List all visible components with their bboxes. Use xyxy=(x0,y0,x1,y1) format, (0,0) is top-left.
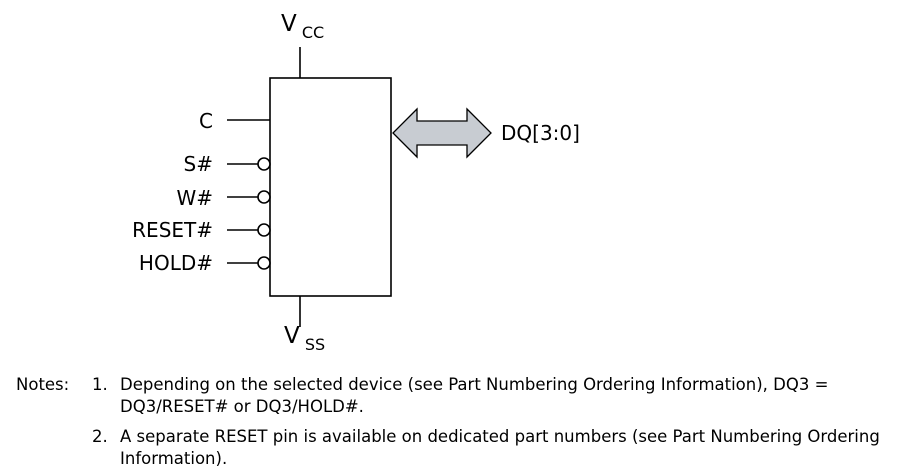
note-number: 2. xyxy=(92,427,108,446)
pin-bubble-reset xyxy=(257,223,271,237)
device-body xyxy=(269,77,392,297)
vss-label-sub: SS xyxy=(305,335,325,354)
vcc-label: V CC xyxy=(281,11,324,42)
vcc-label-main: V xyxy=(281,11,297,37)
note-text: Depending on the selected device (see Pa… xyxy=(120,375,829,416)
logic-diagram: V CC V SS C S# W# RESET# HOLD# DQ[3:0] xyxy=(132,11,580,354)
note-number: 1. xyxy=(92,375,108,394)
vcc-label-sub: CC xyxy=(302,23,324,42)
pin-label-reset: RESET# xyxy=(132,218,213,242)
pin-bubble-s xyxy=(257,157,271,171)
bus-label-dq: DQ[3:0] xyxy=(501,121,580,145)
vss-label-main: V xyxy=(284,323,300,349)
pin-label-w: W# xyxy=(176,186,213,210)
notes-label: Notes: xyxy=(16,375,70,394)
pin-label-s: S# xyxy=(184,152,213,176)
pin-bubble-hold xyxy=(257,256,271,270)
pin-label-hold: HOLD# xyxy=(139,251,213,275)
pin-label-c: C xyxy=(199,109,213,133)
note-text: A separate RESET pin is available on ded… xyxy=(120,427,880,468)
vss-label: V SS xyxy=(284,323,325,354)
bidirectional-bus-arrow xyxy=(392,107,492,159)
pin-bubble-w xyxy=(257,190,271,204)
